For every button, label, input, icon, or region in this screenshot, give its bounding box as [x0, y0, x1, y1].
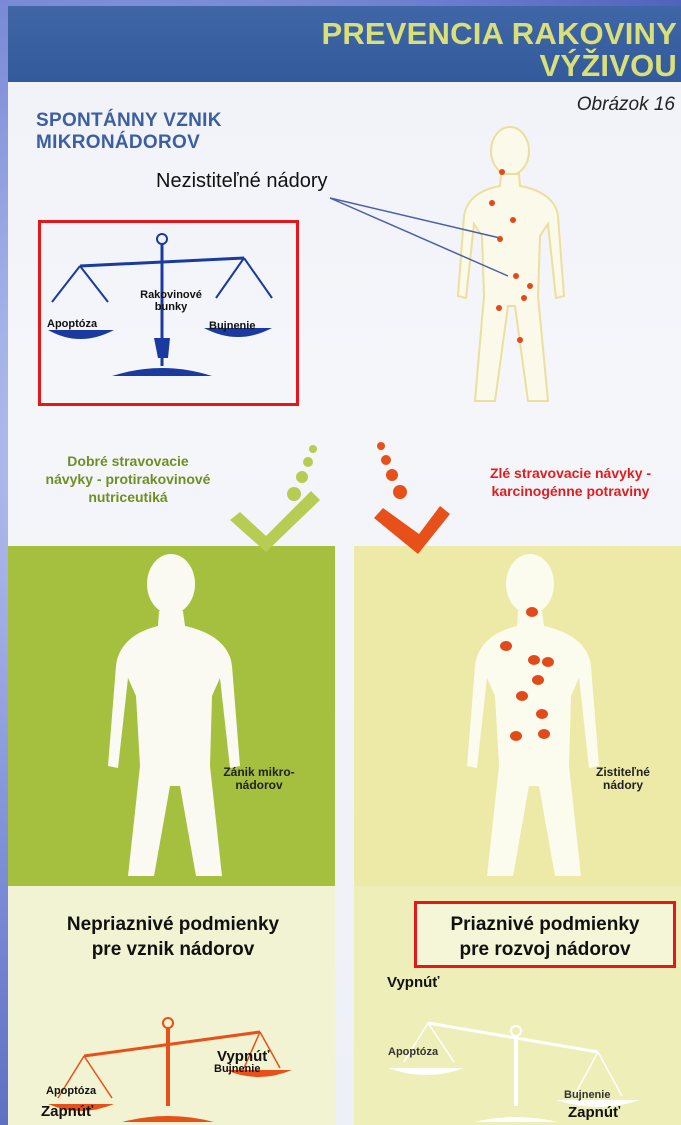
body-silhouette-left [108, 554, 240, 876]
apoptosis-label-top: Apoptóza [47, 318, 97, 330]
right-proliferation-label: Bujnenie [564, 1089, 610, 1101]
bad-habits-label: Zlé stravovacie návyky - karcinogénne po… [453, 464, 681, 500]
right-apoptosis-label: Apoptóza [388, 1046, 438, 1058]
unfavorable-line2: pre vznik nádorov [18, 937, 328, 962]
body-outline-top [458, 127, 564, 401]
favorable-line1: Priaznivé podmienky [417, 912, 673, 937]
highlight-box-favorable: Priaznivé podmienky pre rozvoj nádorov [414, 901, 676, 968]
left-apoptosis-label: Apoptóza [46, 1085, 96, 1097]
left-on-label: Zapnúť [41, 1103, 93, 1120]
good-habits-label: Dobré stravovacie návyky - protirakovino… [8, 452, 248, 506]
left-proliferation-label: Bujnenie [214, 1063, 260, 1075]
micro-tumor-death-label: Zánik mikro- nádorov [204, 766, 314, 792]
unfavorable-line1: Nepriaznivé podmienky [18, 912, 328, 937]
cancer-cells-line1: Rakovinové [125, 289, 217, 301]
micro-tumor-death-line2: nádorov [204, 779, 314, 792]
detectable-tumors-line2: nádory [568, 779, 678, 792]
figure-page: PREVENCIA RAKOVINY VÝŽIVOU Obrázok 16 SP… [8, 6, 681, 1125]
right-off-label: Vypnúť [387, 974, 439, 991]
bad-habits-line1: Zlé stravovacie návyky - [453, 464, 681, 482]
favorable-line2: pre rozvoj nádorov [417, 937, 673, 962]
bad-habits-line2: karcinogénne potraviny [453, 482, 681, 500]
proliferation-label-top: Bujnenie [209, 320, 255, 332]
detectable-tumors-label: Zistiteľné nádory [568, 766, 678, 792]
good-habits-line2: návyky - protirakovinové [8, 470, 248, 488]
unfavorable-conditions-label: Nepriaznivé podmienky pre vznik nádorov [18, 912, 328, 962]
bad-arrow [374, 442, 450, 554]
good-habits-line3: nutriceutiká [8, 488, 248, 506]
cancer-cells-line2: bunky [125, 301, 217, 313]
favorable-conditions-label: Priaznivé podmienky pre rozvoj nádorov [417, 912, 673, 962]
body-silhouette-right [467, 554, 599, 876]
highlight-box-balance: Rakovinové bunky Apoptóza Bujnenie [38, 220, 299, 406]
good-habits-line1: Dobré stravovacie [8, 452, 248, 470]
cancer-cells-label: Rakovinové bunky [125, 289, 217, 313]
right-on-label: Zapnúť [568, 1104, 620, 1121]
